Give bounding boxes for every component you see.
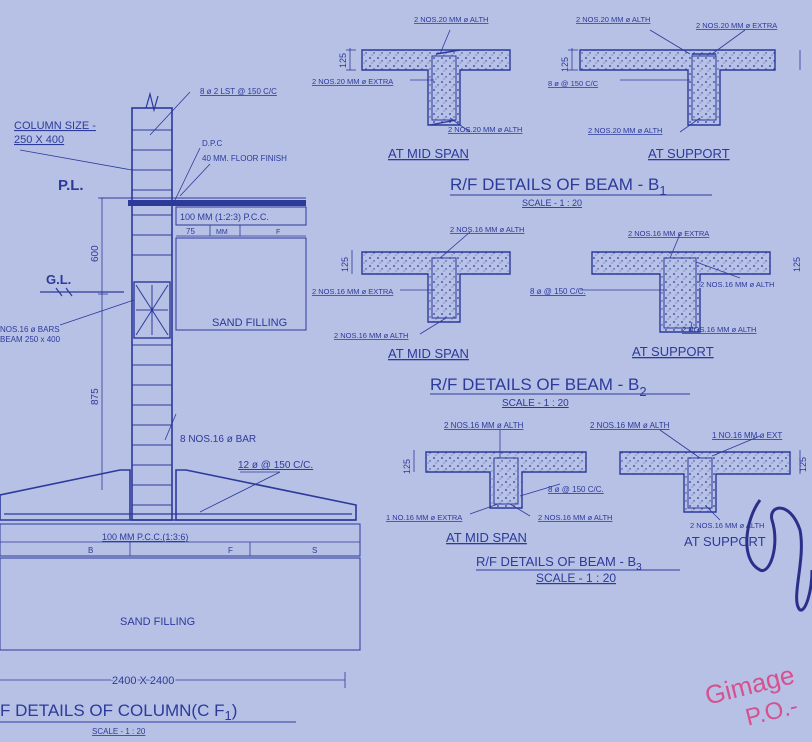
column-stirrups bbox=[132, 129, 172, 506]
b3-sup-right-label: 1 NO.16 MM ø EXT bbox=[712, 431, 782, 440]
b3-sup-top-label: 2 NOS.16 MM ø ALTH bbox=[590, 421, 670, 430]
b2-stirrup-label: 8 ø @ 150 C/C. bbox=[530, 287, 586, 296]
b2-mid-span-section bbox=[351, 231, 511, 335]
tie-beam-section bbox=[133, 281, 171, 339]
pcc-bottom-cell-3: S bbox=[312, 546, 317, 555]
b1-mid-bottom-label: 2 NOS.20 MM ø ALTH bbox=[448, 125, 522, 134]
b3-stirrup-label: 8 ø @ 150 C/C. bbox=[548, 485, 604, 494]
b1-dim-label: 125 bbox=[338, 53, 348, 68]
b1-support-section bbox=[568, 29, 801, 133]
b1-sup-top-left-label: 2 NOS.20 MM ø ALTH bbox=[576, 15, 650, 24]
b3-title: R/F DETAILS OF BEAM - B3 bbox=[476, 554, 642, 573]
plinth-slab bbox=[128, 200, 306, 206]
column-section: COLUMN SIZE - 250 X 400 8 ø 2 LST @ 150 … bbox=[0, 87, 361, 736]
b3-mid-extra-label: 1 NO.16 MM ø EXTRA bbox=[386, 513, 462, 522]
b2-title-text: R/F DETAILS OF BEAM - B bbox=[430, 375, 639, 394]
tie-beam-size-label: BEAM 250 x 400 bbox=[0, 335, 61, 344]
beam-b1-details: 2 NOS.20 MM ø ALTH 2 NOS.20 MM ø EXTRA 2… bbox=[312, 15, 801, 208]
seal-stamp: Gimage P.O.- bbox=[702, 660, 801, 732]
b3-mid-bottom-label: 2 NOS.16 MM ø ALTH bbox=[538, 513, 612, 522]
b3-mid-span-label: AT MID SPAN bbox=[446, 530, 527, 545]
b1-mid-extra-label: 2 NOS.20 MM ø EXTRA bbox=[312, 77, 393, 86]
tie-beam-cross bbox=[135, 284, 169, 336]
sand-filling-right-label: SAND FILLING bbox=[212, 317, 287, 329]
plinth-level-label: P.L. bbox=[58, 177, 84, 194]
b2-dim-label: 125 bbox=[340, 257, 350, 272]
dim-875-label: 875 bbox=[90, 388, 101, 405]
b2-mid-bottom-label: 2 NOS.16 MM ø ALTH bbox=[334, 331, 408, 340]
b3-mid-span-section bbox=[413, 430, 587, 517]
pcc-bottom-layer bbox=[0, 523, 361, 557]
signature bbox=[745, 499, 812, 612]
footing-bars-label: 12 ø @ 150 C/C. bbox=[238, 460, 313, 471]
b3-support-label: AT SUPPORT bbox=[684, 534, 766, 549]
b3-mid-top-label: 2 NOS.16 MM ø ALTH bbox=[444, 421, 524, 430]
break-mark bbox=[145, 91, 159, 113]
b2-support-section bbox=[580, 233, 771, 333]
b1-title: R/F DETAILS OF BEAM - B1 bbox=[450, 175, 667, 198]
b1-support-label: AT SUPPORT bbox=[648, 146, 730, 161]
b2-mid-span-label: AT MID SPAN bbox=[388, 346, 469, 361]
b3-sup-dim-label: 125 bbox=[798, 457, 808, 472]
column-size-label: COLUMN SIZE - bbox=[14, 120, 96, 132]
b3-sup-bottom-label: 2 NOS.16 MM ø ALTH bbox=[690, 521, 764, 530]
column-title-subscript: 1 bbox=[224, 708, 231, 723]
main-bars-label: 8 NOS.16 ø BAR bbox=[180, 434, 256, 445]
pcc-bottom-cell-1: B bbox=[88, 546, 93, 555]
b3-scale: SCALE - 1 : 20 bbox=[536, 571, 616, 585]
pcc-bottom-label: 100 MM P.C.C.(1:3:6) bbox=[102, 532, 188, 542]
sand-filling-bottom-label: SAND FILLING bbox=[120, 616, 195, 628]
b2-scale: SCALE - 1 : 20 bbox=[502, 398, 569, 409]
column-size-value: 250 X 400 bbox=[14, 134, 64, 146]
column-title-text: F DETAILS OF COLUMN(C F bbox=[0, 701, 224, 720]
dim-600-label: 600 bbox=[90, 245, 101, 262]
ground-level-marker bbox=[40, 287, 124, 297]
column-title: F DETAILS OF COLUMN(C F1) bbox=[0, 701, 237, 723]
b2-title-subscript: 2 bbox=[639, 384, 646, 399]
floor-finish-label: 40 MM. FLOOR FINISH bbox=[202, 154, 287, 163]
b1-mid-span-label: AT MID SPAN bbox=[388, 146, 469, 161]
column-scale: SCALE - 1 : 20 bbox=[92, 727, 146, 736]
b1-mid-span-section bbox=[346, 29, 511, 133]
pcc-top-cell-2: MM bbox=[216, 229, 228, 236]
tie-beam-bars-label: NOS.16 ø BARS bbox=[0, 325, 60, 334]
dpc-label: D.P.C bbox=[202, 139, 223, 148]
b1-mid-top-label: 2 NOS.20 MM ø ALTH bbox=[414, 15, 488, 24]
b2-sup-right-label: 2 NOS.16 MM ø ALTH bbox=[700, 280, 774, 289]
b3-dim-label: 125 bbox=[402, 459, 412, 474]
footing-outline bbox=[0, 469, 357, 521]
b2-mid-extra-label: 2 NOS.16 MM ø EXTRA bbox=[312, 287, 393, 296]
sand-filling-bottom bbox=[0, 557, 361, 651]
b1-scale: SCALE - 1 : 20 bbox=[522, 198, 582, 208]
b3-title-subscript: 3 bbox=[636, 562, 642, 573]
b1-sup-dim-label: 125 bbox=[560, 57, 570, 72]
b2-sup-top-label: 2 NOS.16 MM ø EXTRA bbox=[628, 229, 709, 238]
pcc-top-cell-1: 75 bbox=[186, 227, 195, 236]
pcc-bottom-cell-2: F bbox=[228, 546, 233, 555]
b3-support-section bbox=[619, 429, 801, 521]
b1-sup-top-right-label: 2 NOS.20 MM ø EXTRA bbox=[696, 21, 777, 30]
b1-title-text: R/F DETAILS OF BEAM - B bbox=[450, 175, 659, 194]
b2-sup-bottom-label: 2 NOS.16 MM ø ALTH bbox=[682, 325, 756, 334]
b2-support-label: AT SUPPORT bbox=[632, 344, 714, 359]
ground-level-label: G.L. bbox=[46, 272, 71, 287]
beam-b2-details: 2 NOS.16 MM ø ALTH 2 NOS.16 MM ø EXTRA 2… bbox=[312, 225, 802, 409]
beam-b3-details: 2 NOS.16 MM ø ALTH 2 NOS.16 MM ø ALTH 1 … bbox=[386, 421, 808, 585]
b2-title: R/F DETAILS OF BEAM - B2 bbox=[430, 375, 647, 399]
pcc-top-label: 100 MM (1:2:3) P.C.C. bbox=[180, 212, 269, 222]
b1-stirrup-label: 8 ø @ 150 C/C bbox=[548, 79, 599, 88]
pcc-top-cell-3: F bbox=[276, 229, 280, 236]
footing-size-label: 2400 X 2400 bbox=[112, 675, 174, 687]
column-stirrup-label: 8 ø 2 LST @ 150 C/C bbox=[200, 87, 277, 96]
b3-title-text: R/F DETAILS OF BEAM - B bbox=[476, 554, 636, 569]
b1-sup-bottom-label: 2 NOS.20 MM ø ALTH bbox=[588, 126, 662, 135]
b2-sup-dim-label: 125 bbox=[792, 257, 802, 272]
b2-mid-top-label: 2 NOS.16 MM ø ALTH bbox=[450, 225, 524, 234]
b1-title-subscript: 1 bbox=[659, 183, 666, 198]
